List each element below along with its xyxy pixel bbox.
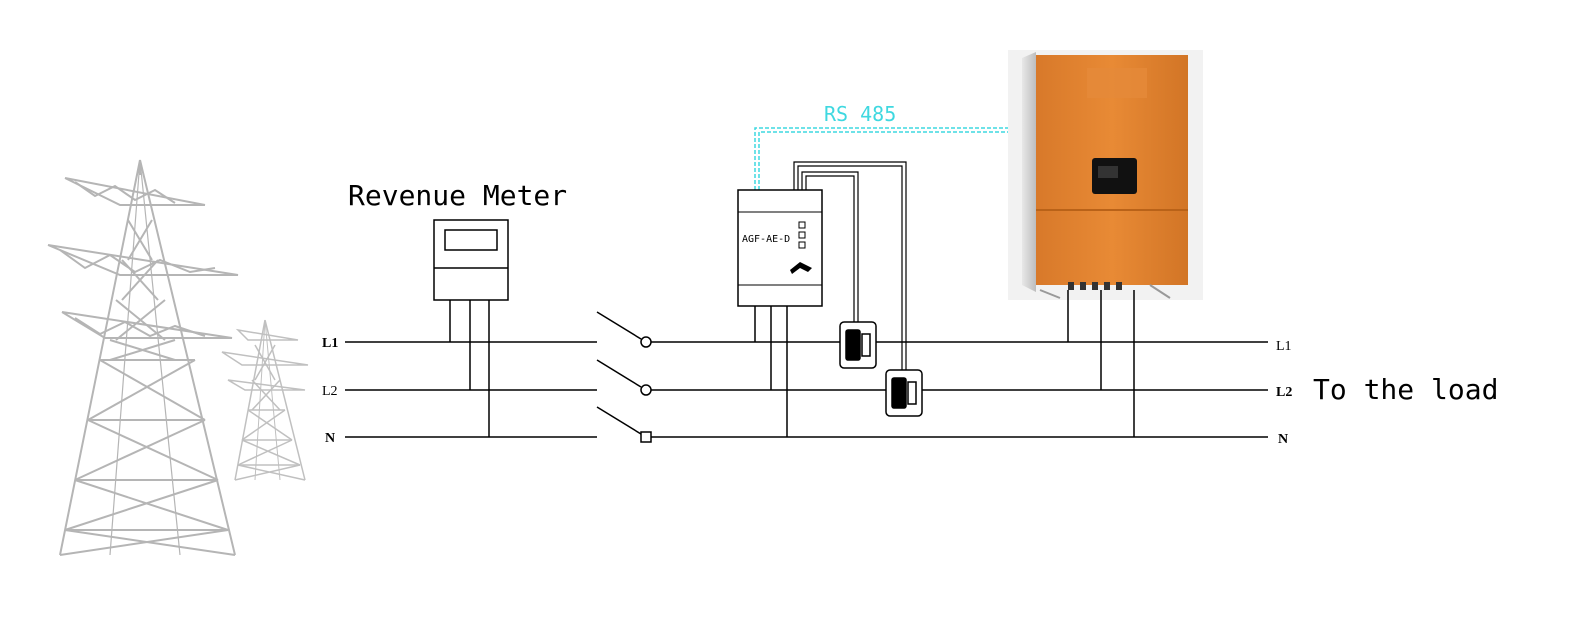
left-label-l2: L2 [322, 384, 338, 399]
left-label-l1: L1 [322, 336, 338, 351]
breaker-switch-icon [596, 311, 652, 443]
device-model-label: AGF-AE-D [742, 234, 790, 245]
right-label-n: N [1278, 432, 1288, 447]
large-transmission-tower-icon [47, 159, 239, 556]
rs485-label: RS 485 [824, 102, 896, 126]
solar-inverter-icon [1008, 50, 1203, 437]
revenue-meter-icon [433, 219, 509, 437]
ct-signal-cables [793, 161, 907, 370]
current-transformer-icon [885, 369, 923, 417]
small-transmission-tower-icon [221, 319, 309, 481]
to-the-load-label: To the load [1313, 373, 1498, 406]
bus-lines-right [651, 341, 1268, 438]
bus-lines-left [345, 341, 597, 438]
energy-monitor-device-icon: AGF-AE-D [737, 189, 823, 437]
right-label-l1: L1 [1276, 339, 1292, 354]
rs485-cable [754, 127, 1025, 190]
left-label-n: N [325, 431, 335, 446]
current-transformer-icon [839, 321, 877, 369]
right-label-l2: L2 [1276, 385, 1292, 400]
revenue-meter-label: Revenue Meter [348, 179, 567, 212]
